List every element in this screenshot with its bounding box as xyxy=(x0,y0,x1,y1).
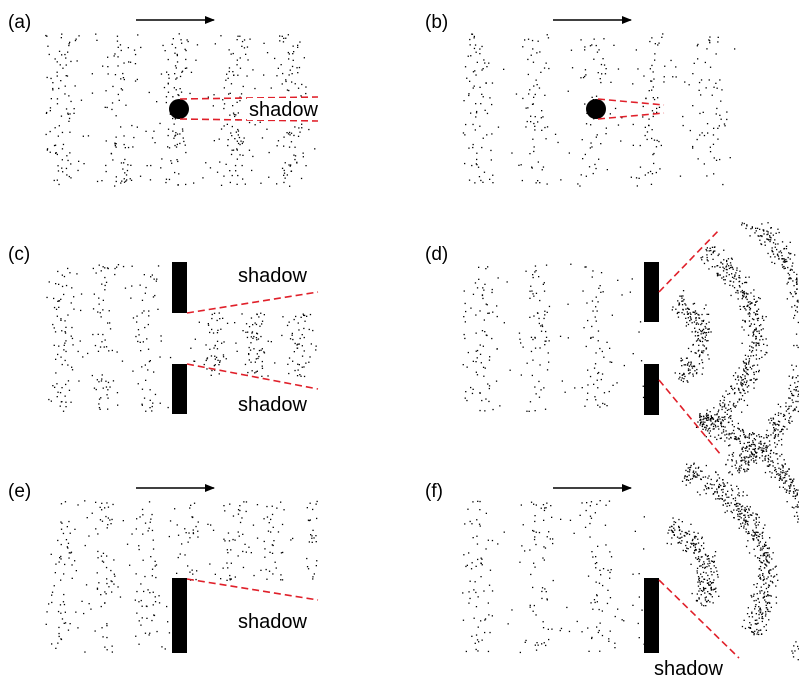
panel-label: (b) xyxy=(425,12,448,33)
panel-e: (e) shadow xyxy=(8,481,319,653)
shadow-label-top: shadow xyxy=(238,265,307,287)
aperture-wall-bottom xyxy=(172,364,187,414)
obstacle-disk xyxy=(169,99,189,119)
shadow-line xyxy=(186,578,319,601)
panel-label: (e) xyxy=(8,481,31,502)
shadow-line-lower xyxy=(597,112,665,120)
transmitted-wave-field xyxy=(174,500,318,582)
aperture-wall-top xyxy=(644,262,659,322)
shadow-label-bg xyxy=(247,98,323,120)
plane-wave-field xyxy=(462,500,645,654)
spread-line-upper xyxy=(658,228,721,293)
plane-wave-field xyxy=(462,263,645,412)
shadow-label: shadow xyxy=(249,99,318,121)
panel-label: (a) xyxy=(8,12,31,33)
panel-f: (f) shadow xyxy=(425,409,799,680)
panel-label: (f) xyxy=(425,481,443,502)
obstacle-disk xyxy=(586,99,606,119)
plane-wave-field xyxy=(45,33,321,187)
plane-wave-field xyxy=(462,33,736,187)
shadow-line xyxy=(658,579,740,659)
barrier xyxy=(644,578,659,653)
diffracted-wavefronts xyxy=(666,409,799,661)
panel-label: (d) xyxy=(425,244,448,265)
spread-line-lower xyxy=(658,379,722,456)
panel-label: (c) xyxy=(8,244,30,265)
diffracted-wavefronts xyxy=(671,222,799,476)
transmitted-beam xyxy=(190,312,317,378)
panel-a: (a) shadow xyxy=(8,12,323,187)
shadow-label-bottom: shadow xyxy=(238,394,307,416)
shadow-line-upper xyxy=(186,291,319,314)
plane-wave-field xyxy=(46,264,172,412)
panel-d: (d) xyxy=(425,222,799,476)
aperture-wall-top xyxy=(172,262,187,313)
barrier xyxy=(172,578,187,653)
shadow-label: shadow xyxy=(654,658,723,680)
shadow-line-upper xyxy=(597,98,665,106)
plane-wave-field xyxy=(45,500,172,653)
aperture-wall-bottom xyxy=(644,364,659,415)
panel-b: (b) xyxy=(425,12,736,187)
shadow-label: shadow xyxy=(238,611,307,633)
panel-c: (c) shadow shadow xyxy=(8,244,319,416)
shadow-line-lower xyxy=(186,363,319,390)
